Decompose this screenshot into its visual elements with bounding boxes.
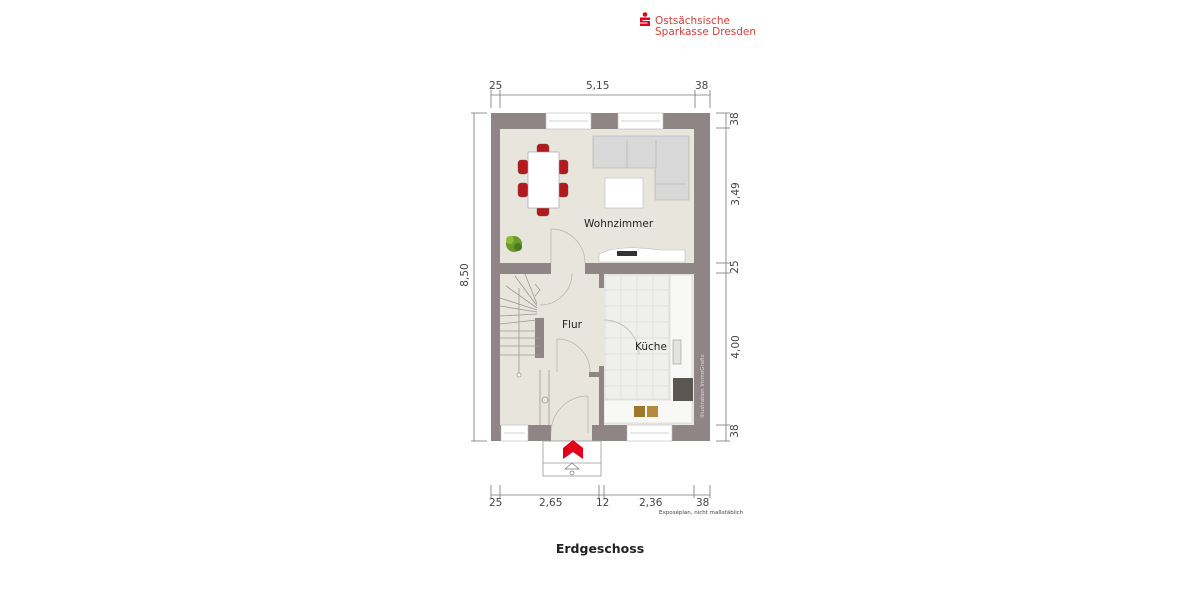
sofa [592, 135, 690, 201]
logo-line-2: Sparkasse Dresden [655, 26, 757, 38]
dim-right-2: 3,49 [730, 182, 742, 206]
sparkasse-logo: Ostsächsische Sparkasse Dresden [638, 12, 758, 44]
room-label-flur: Flur [562, 319, 582, 331]
sparkasse-s-logo-icon [640, 12, 650, 26]
dim-top-main: 5,15 [586, 80, 610, 92]
dim-bottom-3: 12 [596, 497, 610, 509]
kitchen-tiles [604, 274, 670, 400]
plant-icon [506, 236, 522, 252]
dim-right-3: 25 [729, 260, 741, 274]
dim-bottom-4: 2,36 [639, 497, 663, 509]
staircase [499, 273, 550, 425]
entrance-arrow-icon [563, 440, 583, 459]
sideboard [598, 247, 686, 263]
dim-left-height: 8,50 [459, 263, 471, 287]
room-label-kueche: Küche [635, 341, 667, 353]
coffee-table [604, 177, 644, 209]
front-door-opening [551, 425, 592, 441]
dining-table [517, 143, 569, 217]
dim-bottom-1: 25 [489, 497, 503, 509]
dim-bottom-2: 2,65 [539, 497, 563, 509]
food-plate-icon [634, 406, 645, 417]
door-swings [539, 228, 640, 434]
sink [672, 339, 682, 365]
illustrator-watermark: Illustration ImmoGrafix [700, 354, 706, 418]
living-hall-doorway [551, 263, 585, 274]
scale-note: Exposéplan, nicht maßstäblich [659, 510, 744, 516]
logo-line-1: Ostsächsische [655, 15, 730, 27]
oven [673, 378, 693, 401]
food-plate-icon [647, 406, 658, 417]
dim-bottom-5: 38 [696, 497, 710, 509]
dimension-lines [471, 90, 730, 498]
dim-right-4: 4,00 [730, 335, 742, 359]
hallway-floor [500, 274, 599, 425]
dim-top-left: 25 [489, 80, 503, 92]
floor-title: Erdgeschoss [555, 541, 645, 556]
dim-top-right: 38 [695, 80, 709, 92]
tv [617, 251, 637, 256]
dim-right-5: 38 [729, 424, 741, 438]
windows [500, 112, 673, 442]
room-label-wohnzimmer: Wohnzimmer [584, 218, 654, 230]
logo-text: Ostsächsische Sparkasse Dresden [655, 16, 756, 38]
hall-kitchen-doorway [599, 288, 604, 366]
dim-right-1: 38 [729, 112, 741, 126]
